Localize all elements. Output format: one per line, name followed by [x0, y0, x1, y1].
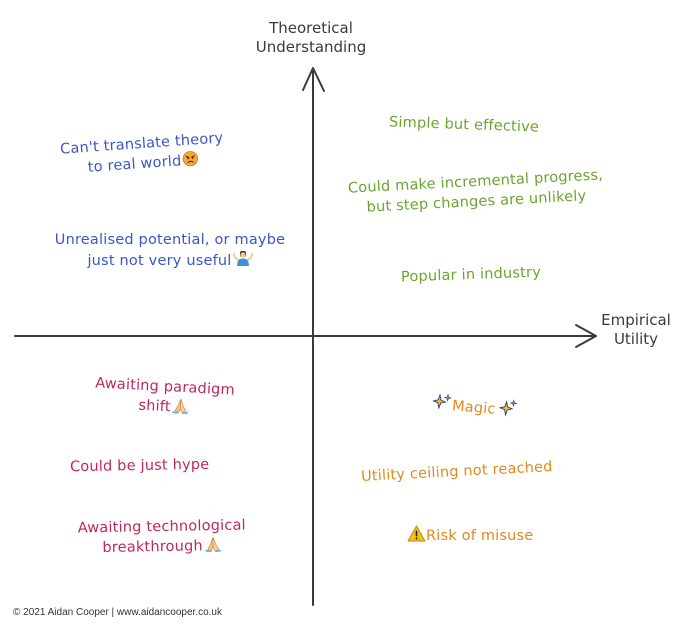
- y-axis-label-line1: Theoretical: [269, 19, 353, 37]
- folded-hands-icon: [171, 397, 190, 420]
- tl-cant-translate: Can't translate theory to real world: [34, 127, 251, 184]
- bl-just-hype: Could be just hype: [69, 456, 210, 476]
- warning-icon: [407, 525, 426, 548]
- br-risk-misuse: Risk of misuse: [406, 525, 533, 548]
- x-axis-label: Empirical Utility: [597, 311, 675, 349]
- x-axis-arrowhead: [575, 324, 597, 348]
- angry-face-icon: [182, 150, 199, 173]
- y-axis-arrowhead: [302, 67, 325, 92]
- tl-unrealised-line1: Unrealised potential, or maybe: [54, 232, 286, 248]
- tl-unrealised-potential: Unrealised potential, or maybe just not …: [36, 230, 304, 273]
- copyright-footer: © 2021 Aidan Cooper | www.aidancooper.co…: [13, 607, 222, 618]
- br-magic-label: Magic: [451, 398, 497, 418]
- bl-awaiting-breakthrough-line2: breakthrough: [102, 538, 204, 557]
- y-axis-label: Theoretical Understanding: [236, 19, 386, 57]
- br-magic: Magic: [430, 392, 518, 424]
- bl-awaiting-paradigm: Awaiting paradigm shift: [81, 373, 248, 424]
- x-axis-label-line2: Utility: [613, 330, 659, 348]
- person-shrugging-icon: [232, 250, 253, 273]
- bl-awaiting-breakthrough: Awaiting technological breakthrough: [64, 515, 261, 560]
- x-axis-label-line1: Empirical: [601, 311, 671, 329]
- y-axis-label-line2: Understanding: [255, 38, 367, 56]
- bl-awaiting-breakthrough-line1: Awaiting technological: [77, 517, 246, 537]
- sparkles-icon: [495, 398, 518, 424]
- folded-hands-icon: [204, 536, 222, 558]
- bl-awaiting-paradigm-line2: shift: [137, 397, 172, 416]
- sparkles-icon: [431, 392, 453, 418]
- tl-cant-translate-line2: to real world: [87, 153, 182, 176]
- tl-unrealised-line2: just not very useful: [87, 253, 232, 269]
- br-risk-misuse-label: Risk of misuse: [426, 528, 534, 544]
